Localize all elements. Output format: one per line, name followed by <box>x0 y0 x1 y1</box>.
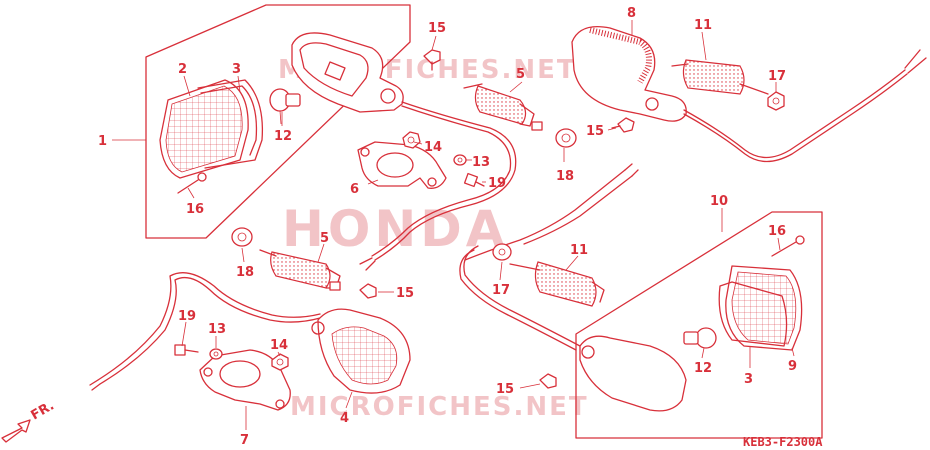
label-part-16-lower: 16 <box>768 224 786 239</box>
grommet-18-upper <box>555 128 577 148</box>
screw-16-upper <box>177 172 207 194</box>
label-part-18-upper: 18 <box>556 169 574 184</box>
label-part-19-upper: 19 <box>488 176 506 191</box>
washer-13-lower <box>209 348 223 360</box>
front-direction-arrow: FR. <box>1 398 57 443</box>
label-part-17-upper: 17 <box>768 69 786 84</box>
gasket-3-lower <box>718 281 788 347</box>
label-part-13-upper: 13 <box>472 155 490 170</box>
label-part-11-upper: 11 <box>694 18 712 33</box>
label-part-13-lower: 13 <box>208 322 226 337</box>
lens-9-lower <box>725 265 803 351</box>
rear-right-winker-lens-box <box>575 211 823 439</box>
screw-15-top-middle <box>423 49 441 71</box>
label-part-10: 10 <box>710 194 728 209</box>
nut-14-upper <box>402 131 421 149</box>
label-part-1: 1 <box>98 134 107 149</box>
screw-15-upper-right <box>611 117 635 133</box>
label-part-3-lower: 3 <box>744 372 753 387</box>
socket-5-upper <box>463 83 543 131</box>
lens-2-upper <box>159 79 249 179</box>
label-part-19-lower: 19 <box>178 309 196 324</box>
label-part-12-lower: 12 <box>694 361 712 376</box>
nut-14-lower <box>271 353 289 371</box>
label-part-3-upper: 3 <box>232 62 241 77</box>
bolt-19-upper <box>463 172 485 188</box>
winker-body-4-lower-left <box>89 272 411 394</box>
label-part-15-top: 15 <box>428 21 446 36</box>
socket-11-upper <box>671 59 769 95</box>
screw-15-middle-left <box>359 283 377 299</box>
direction-label: FR. <box>29 398 57 423</box>
label-part-11-lower: 11 <box>570 243 588 258</box>
grommet-17-lower <box>492 243 512 261</box>
label-part-12-upper: 12 <box>274 129 292 144</box>
socket-11-lower <box>509 261 605 307</box>
label-part-8: 8 <box>627 6 636 21</box>
label-part-17-lower: 17 <box>492 283 510 298</box>
bracket-7-lower-left <box>199 349 291 411</box>
part-number-labels: 1 2 3 12 16 6 14 13 19 15 5 18 8 11 17 1… <box>98 6 797 448</box>
nut-17-upper <box>767 91 785 111</box>
bracket-6-upper <box>357 141 447 189</box>
label-part-15-lower: 15 <box>496 382 514 397</box>
winker-body-8-upper-right <box>571 25 927 163</box>
socket-5-middle <box>259 249 341 291</box>
winker-body-upper-left <box>291 32 517 271</box>
bulb-12-upper <box>269 88 301 125</box>
label-part-18-middle: 18 <box>236 265 254 280</box>
label-part-15-middle: 15 <box>396 286 414 301</box>
label-part-5-upper: 5 <box>516 67 525 82</box>
label-part-15-upper-right: 15 <box>586 124 604 139</box>
label-part-5-middle: 5 <box>320 231 329 246</box>
gasket-3-upper <box>197 79 264 169</box>
watermark-brand: HONDA <box>282 200 508 258</box>
front-left-winker-lens-box <box>145 4 411 239</box>
label-part-16-upper: 16 <box>186 202 204 217</box>
label-part-14-upper: 14 <box>424 140 442 155</box>
label-part-4: 4 <box>340 411 349 426</box>
diagram-code: KEB3-F2300A <box>743 435 823 449</box>
watermark-site-bottom: MICROFICHES.NET <box>290 392 589 422</box>
label-part-6: 6 <box>350 182 359 197</box>
screw-16-lower <box>771 235 805 257</box>
grommet-18-middle <box>231 227 253 247</box>
label-part-2: 2 <box>178 62 187 77</box>
washer-13-upper <box>453 154 467 166</box>
winker-body-lower-right <box>459 245 687 412</box>
wires-center <box>464 163 639 261</box>
screw-15-lower <box>539 373 557 389</box>
bulb-12-lower <box>683 327 717 349</box>
label-part-9: 9 <box>788 359 797 374</box>
label-part-14-lower: 14 <box>270 338 288 353</box>
label-part-7: 7 <box>240 433 249 448</box>
leader-lines <box>112 20 795 430</box>
bolt-19-lower <box>174 344 199 356</box>
